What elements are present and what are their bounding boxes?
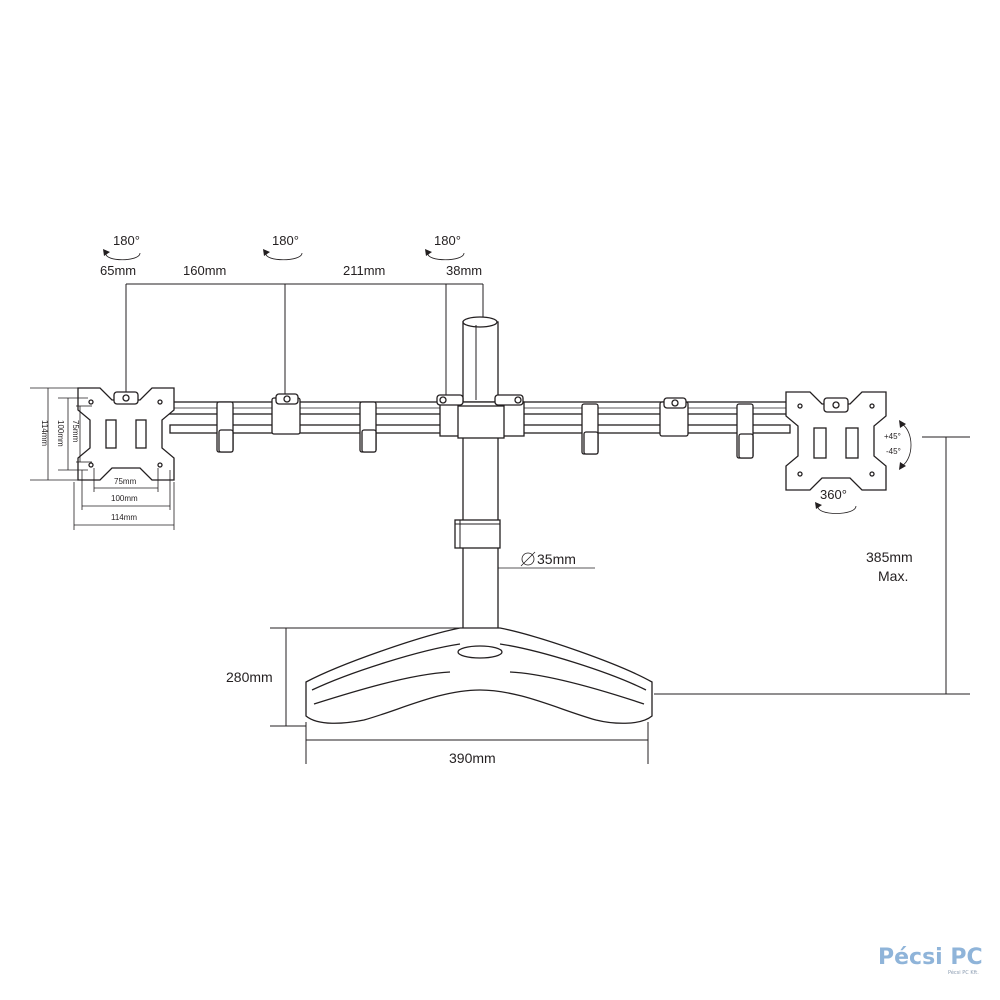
- tilt-arrow: +45° -45°: [884, 420, 912, 470]
- vesa-height-100: 100mm: [56, 420, 65, 447]
- vesa-plate-right: [785, 391, 887, 491]
- base-width-label: 390mm: [449, 750, 496, 766]
- max-height-label: 385mm: [866, 549, 913, 565]
- tilt-up-label: +45°: [884, 432, 901, 441]
- cable-clip-2: [359, 401, 377, 453]
- vesa-width-100: 100mm: [111, 494, 138, 503]
- vesa-width-114: 114mm: [111, 513, 137, 522]
- central-clamp: [436, 394, 525, 439]
- dim-label-160: 160mm: [183, 263, 226, 278]
- rotation-arrow-left: 180°: [103, 233, 141, 261]
- vesa-plate-left: [77, 387, 175, 481]
- dim-label-211: 211mm: [343, 263, 385, 278]
- vesa-vertical-dimensions: 114mm 100mm 75mm: [30, 387, 92, 481]
- pole-diameter-dimension: 35mm: [498, 551, 595, 569]
- arm-dimension-lines: [125, 283, 484, 398]
- arm-joint-right: [659, 397, 689, 437]
- vesa-height-75: 75mm: [71, 420, 80, 443]
- logo-text: Pécsi PC: [878, 945, 983, 970]
- cable-clip-1: [216, 401, 234, 453]
- vesa-width-75: 75mm: [114, 477, 137, 486]
- vesa-height-114: 114mm: [40, 420, 49, 446]
- max-height-suffix: Max.: [878, 568, 908, 584]
- pole: [454, 316, 501, 653]
- max-height-dimension: 385mm Max.: [654, 436, 970, 695]
- rotation-label-middle: 180°: [272, 233, 299, 248]
- stand-height-label: 280mm: [226, 669, 273, 685]
- cable-clip-3: [581, 403, 599, 455]
- base-width-dimension: 390mm: [305, 722, 649, 766]
- vesa-rotation-label: 360°: [820, 487, 847, 502]
- brand-logo: Pécsi PC Pécsi PC Kft.: [878, 945, 983, 976]
- logo-tagline: Pécsi PC Kft.: [948, 969, 979, 976]
- base: [305, 627, 653, 724]
- tilt-down-label: -45°: [886, 447, 901, 456]
- rotation-label-right: 180°: [434, 233, 461, 248]
- pole-diameter-label: 35mm: [537, 551, 576, 567]
- arm-joint-left: [271, 393, 301, 435]
- rotation-label-left: 180°: [113, 233, 140, 248]
- arm-dimension-labels: 65mm 160mm 211mm 38mm: [100, 263, 482, 278]
- vesa-horizontal-dimensions: 75mm 100mm 114mm: [73, 468, 175, 530]
- dim-label-65: 65mm: [100, 263, 136, 278]
- dim-label-38: 38mm: [446, 263, 482, 278]
- stand-height-dimension: 280mm: [226, 627, 460, 727]
- rotation-arrow-middle: 180°: [263, 233, 303, 261]
- vesa-rotation-arrow: 360°: [815, 487, 857, 514]
- cable-clip-4: [736, 403, 754, 459]
- rotation-arrow-right: 180°: [425, 233, 465, 261]
